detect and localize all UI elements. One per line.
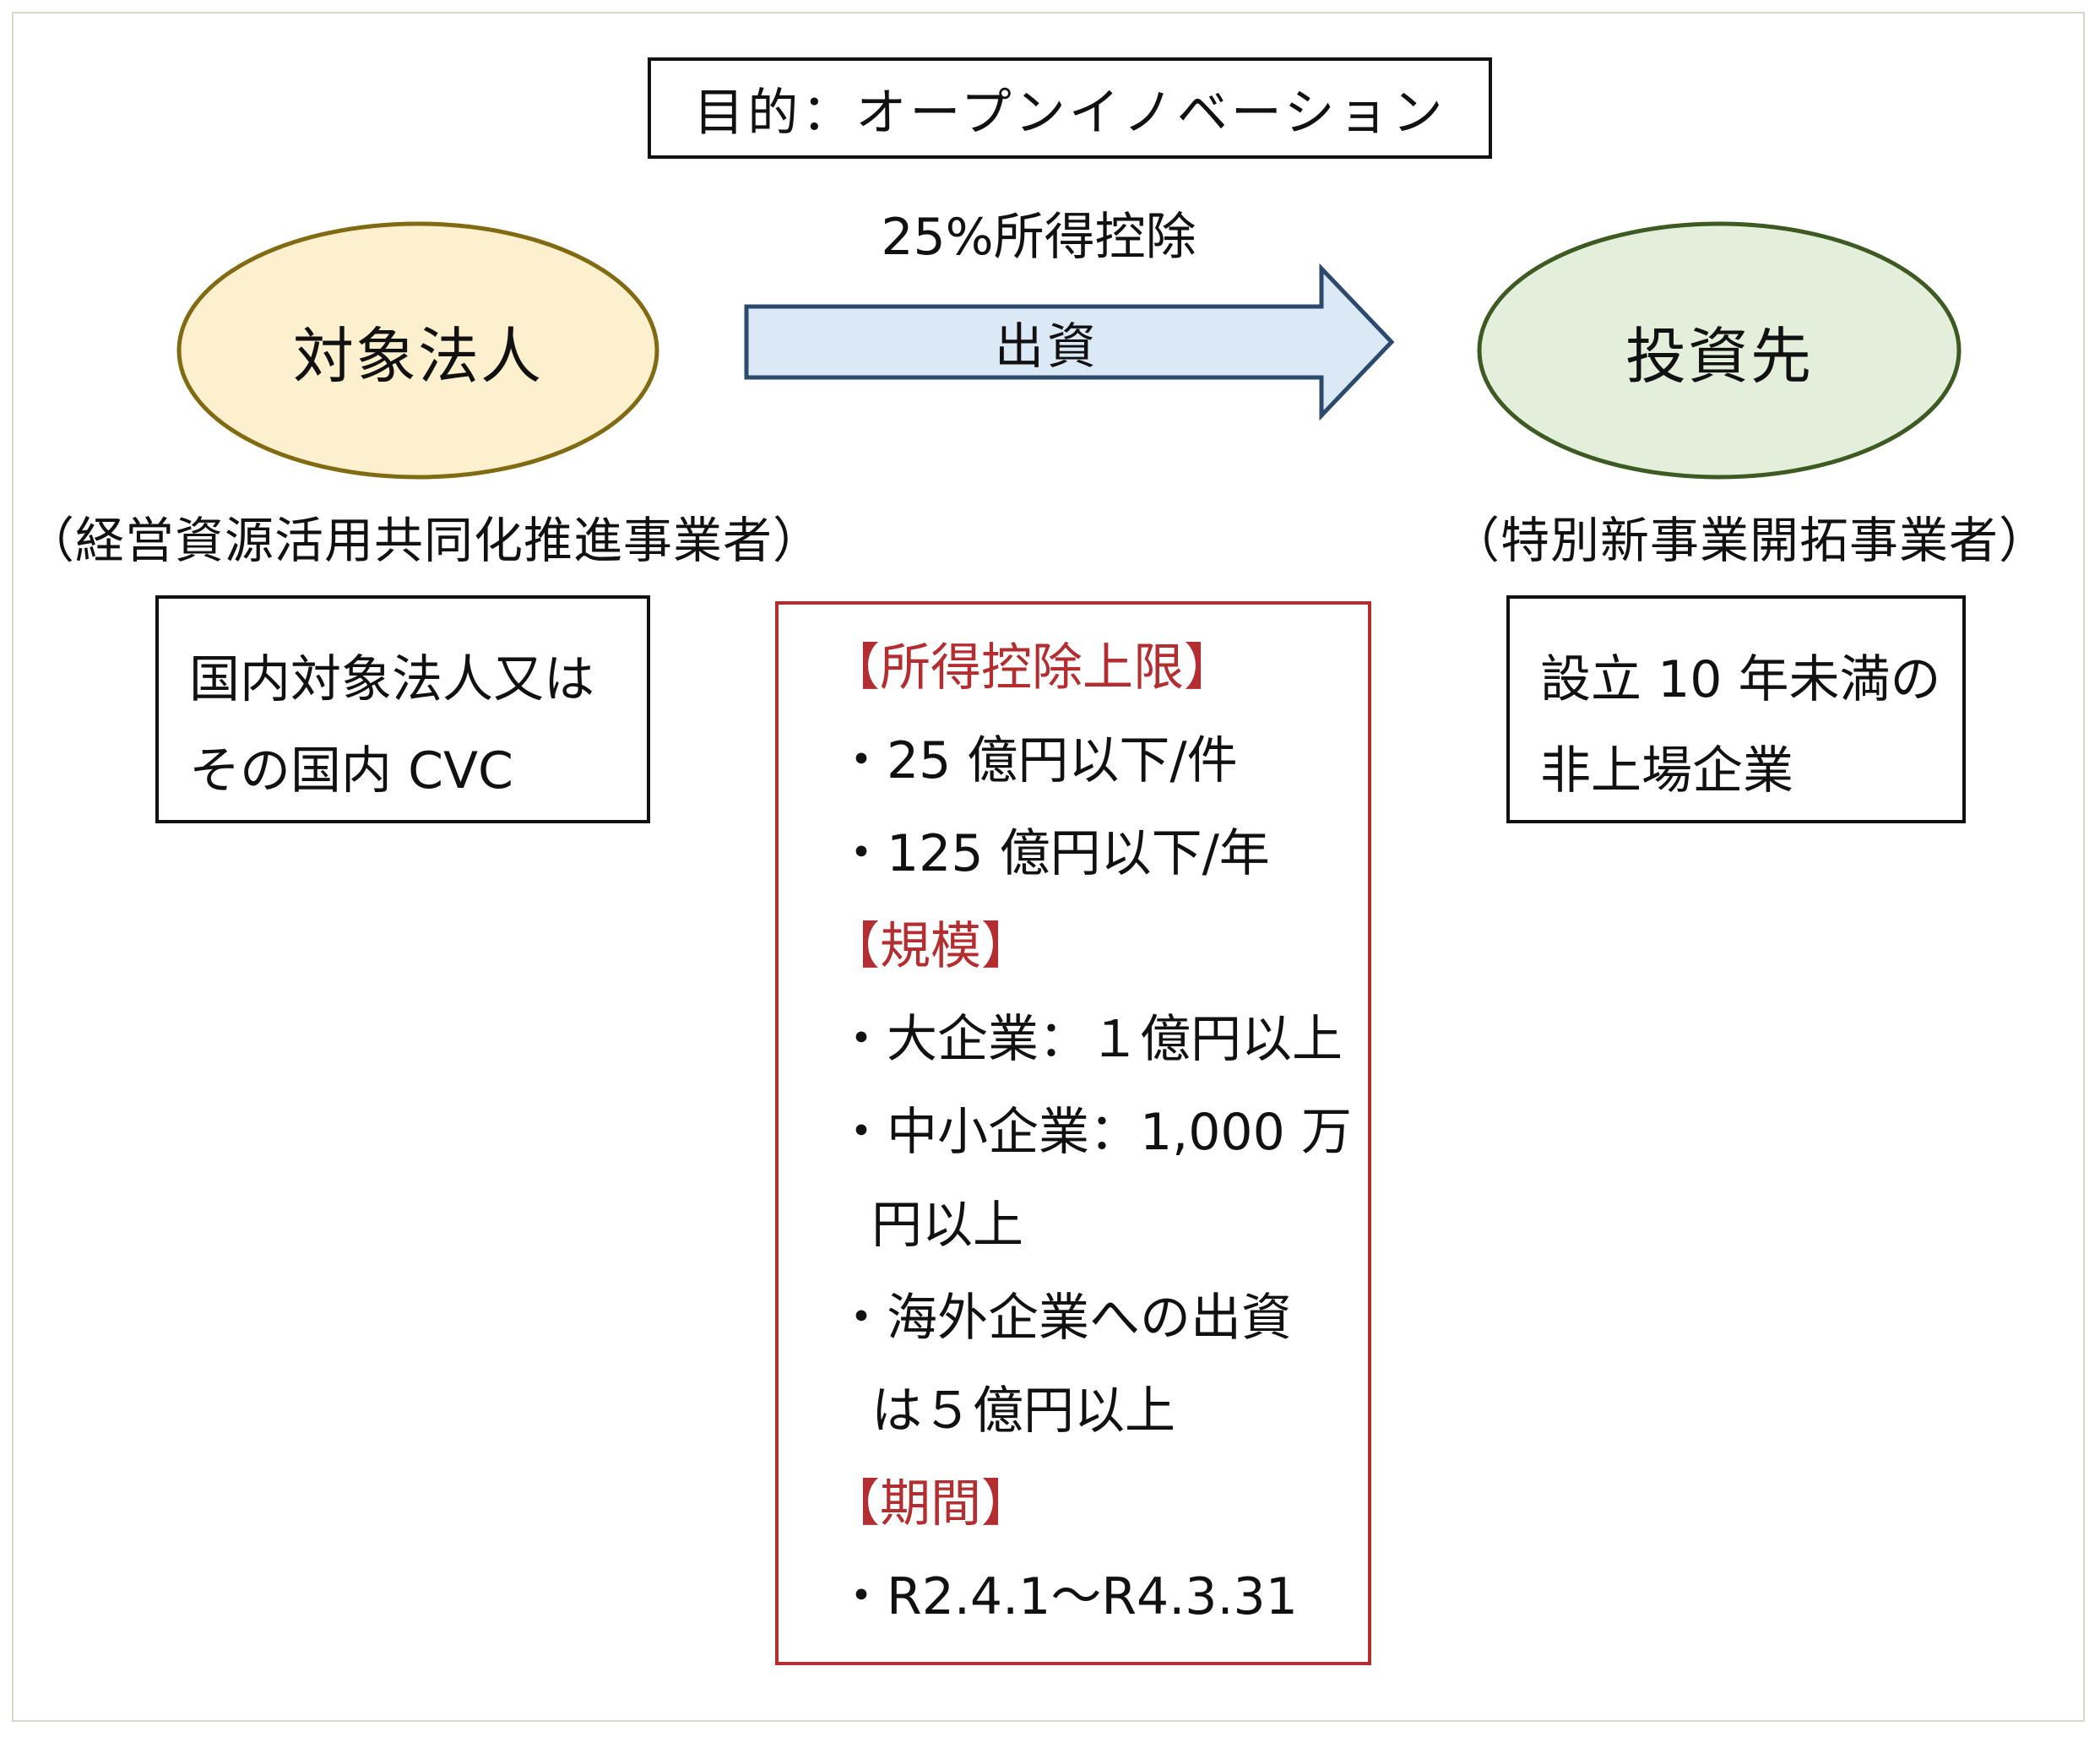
purpose-text: 目的：オープンイノベーション — [693, 83, 1446, 143]
period-value: ・R2.4.1～R4.3.31 — [836, 1567, 1298, 1626]
scale-heading: 【規模】 — [829, 917, 1032, 976]
scale-large-company: ・大企業：１億円以上 — [836, 1010, 1343, 1069]
investor-requirement-line: その国内 CVC — [189, 741, 513, 801]
investor-ellipse — [176, 221, 659, 480]
investee-requirement-line: 非上場企業 — [1540, 741, 1793, 801]
scale-sme-continued: 円以上 — [871, 1196, 1023, 1255]
investee-subtitle: （特別新事業開拓事業者） — [1451, 512, 2049, 569]
scale-sme: ・中小企業：1,000 万 — [836, 1103, 1352, 1162]
scale-foreign-continued: は５億円以上 — [871, 1381, 1175, 1441]
investor-subtitle: （経営資源活用共同化推進事業者） — [25, 512, 823, 569]
conditions-box: 【所得控除上限】 ・25 億円以下/件 ・125 億円以下/年 【規模】 ・大企… — [775, 601, 1371, 1665]
deduction-rate-label: 25%所得控除 — [881, 207, 1197, 267]
investee-requirement-line: 設立 10 年未満の — [1540, 650, 1941, 709]
investee-name: 投資先 — [1625, 320, 1813, 392]
purpose-box: 目的：オープンイノベーション — [648, 57, 1492, 159]
scale-foreign: ・海外企業への出資 — [836, 1289, 1292, 1348]
investment-arrow — [744, 263, 1395, 421]
investee-ellipse — [1477, 221, 1962, 480]
investor-name: 対象法人 — [292, 320, 543, 392]
cap-heading: 【所得控除上限】 — [829, 638, 1234, 698]
period-heading: 【期間】 — [829, 1474, 1032, 1533]
investee-requirements-box: 設立 10 年未満の 非上場企業 — [1506, 595, 1966, 823]
investor-requirements-box: 国内対象法人又は その国内 CVC — [155, 595, 650, 823]
diagram-frame — [12, 12, 2085, 1722]
cap-per-case: ・25 億円以下/件 — [836, 731, 1238, 790]
investor-requirement-line: 国内対象法人又は — [189, 650, 594, 709]
cap-per-year: ・125 億円以下/年 — [836, 824, 1270, 883]
arrow-label: 出資 — [994, 318, 1099, 375]
